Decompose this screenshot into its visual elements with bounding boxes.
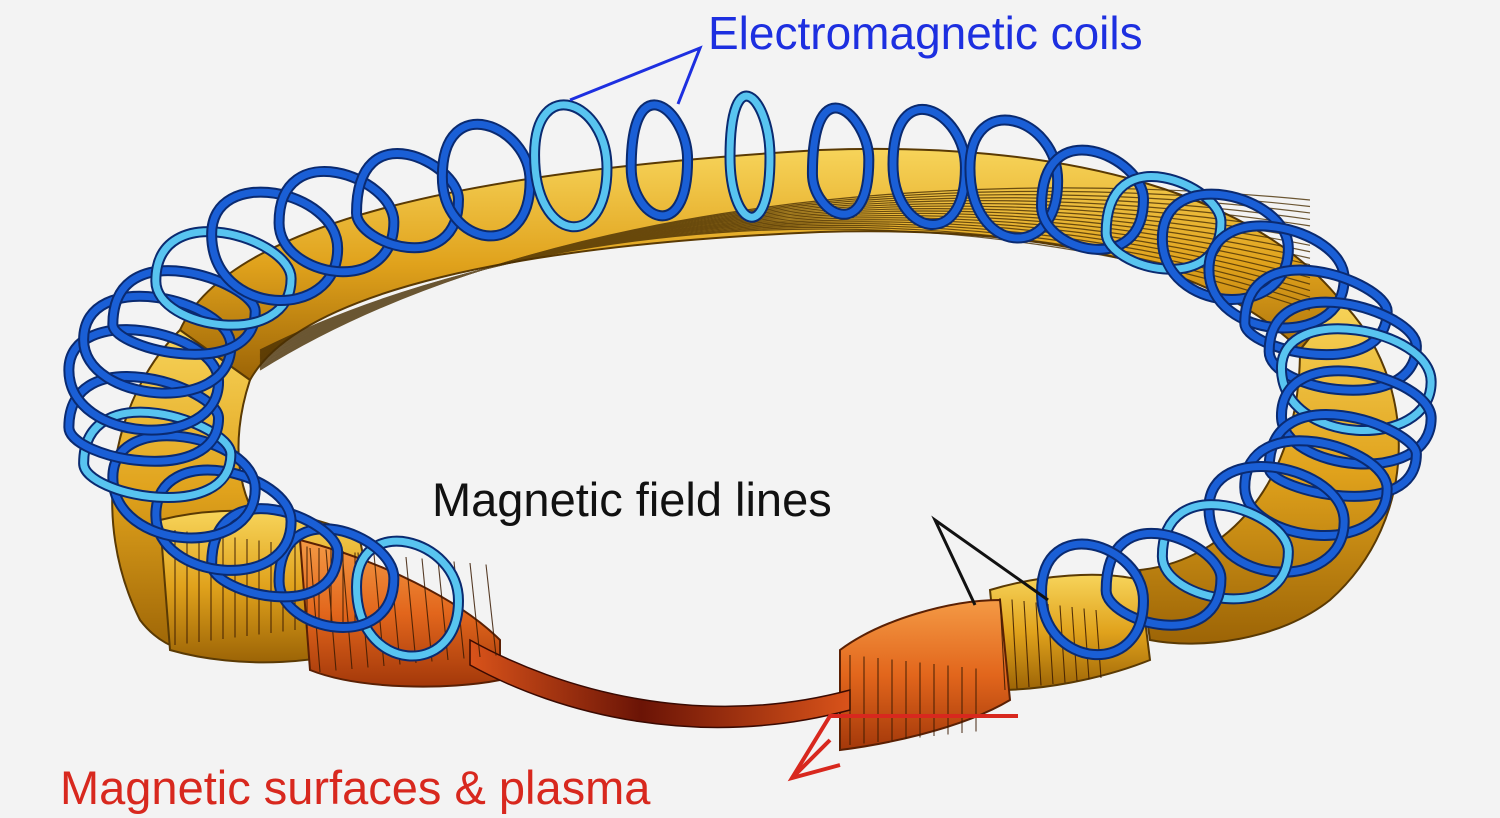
label-magnetic-surfaces-plasma: Magnetic surfaces & plasma xyxy=(60,761,651,814)
plasma-core xyxy=(469,638,851,729)
field-line xyxy=(999,597,1006,691)
coil xyxy=(1102,530,1225,629)
plasma-leader-line xyxy=(787,714,1018,782)
label-magnetic-field-lines: Magnetic field lines xyxy=(432,473,832,526)
field-line xyxy=(341,550,353,670)
field-line xyxy=(1035,602,1042,686)
field-line xyxy=(1083,608,1090,680)
coil xyxy=(1277,367,1435,468)
coil xyxy=(275,525,398,631)
coils-leader-line xyxy=(569,45,703,105)
electromagnetic-coils xyxy=(63,90,1437,662)
coil xyxy=(438,120,534,240)
coil xyxy=(208,505,342,601)
plasma-arrow-tip xyxy=(790,738,832,780)
coil xyxy=(152,228,295,329)
field-line xyxy=(1023,600,1030,688)
coil xyxy=(1102,173,1225,273)
coil xyxy=(1158,501,1292,603)
field-line xyxy=(309,547,321,673)
coil xyxy=(1205,463,1348,576)
coil xyxy=(109,267,259,358)
leader-lines xyxy=(569,45,1049,782)
coil xyxy=(1158,190,1292,303)
coil xyxy=(80,408,235,501)
field-leader-line xyxy=(931,515,1049,606)
coil xyxy=(353,537,462,660)
coil xyxy=(1038,146,1147,253)
coil xyxy=(109,432,259,542)
field-line xyxy=(405,556,417,664)
field-line xyxy=(469,562,481,658)
field-line xyxy=(325,549,337,671)
coil xyxy=(808,104,873,218)
coil xyxy=(152,466,295,574)
label-electromagnetic-coils: Electromagnetic coils xyxy=(708,7,1143,59)
field-line xyxy=(485,564,497,656)
coil xyxy=(1265,411,1420,500)
coil xyxy=(966,116,1062,242)
coil xyxy=(1038,540,1147,659)
coil xyxy=(531,101,611,231)
coil xyxy=(353,150,462,252)
coil xyxy=(208,188,342,304)
coil xyxy=(627,101,692,220)
field-line xyxy=(1011,599,1018,689)
coil xyxy=(275,167,398,276)
field-line xyxy=(421,558,433,662)
field-line xyxy=(1095,609,1102,679)
coil xyxy=(726,92,774,221)
